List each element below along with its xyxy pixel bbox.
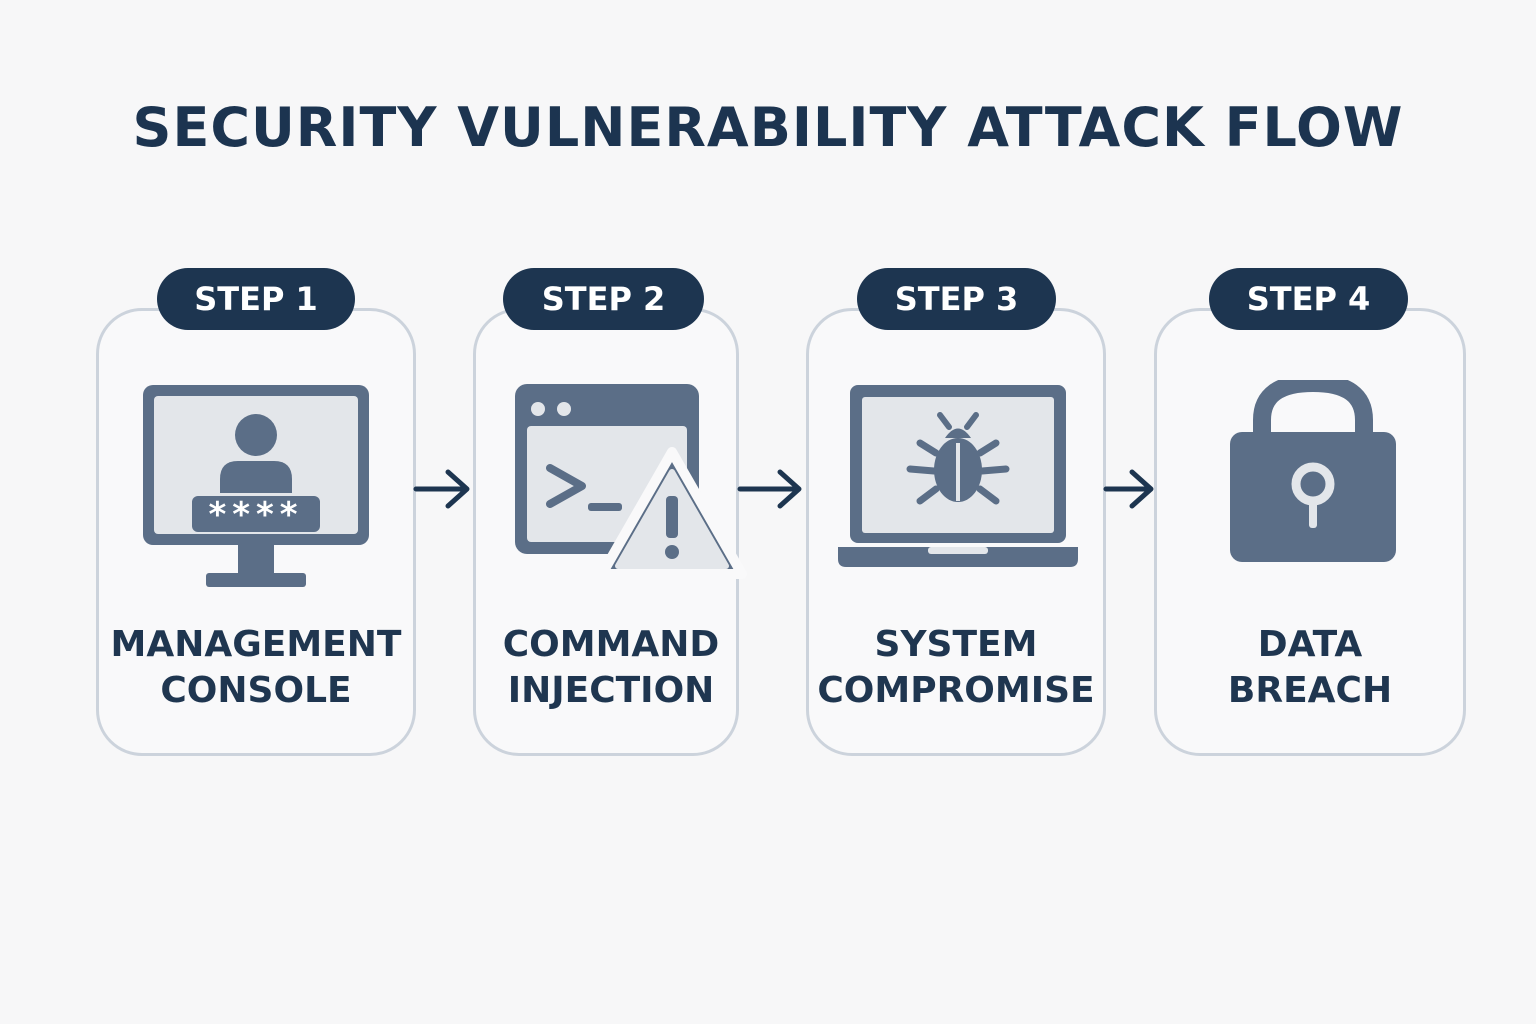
- step-4-badge: STEP 4: [1209, 268, 1408, 330]
- padlock-icon: [1230, 380, 1396, 562]
- step-2-label: COMMAND INJECTION: [473, 622, 749, 714]
- step-3-badge: STEP 3: [857, 268, 1056, 330]
- password-mask: ****: [208, 495, 303, 535]
- step-3-label-line2: COMPROMISE: [817, 670, 1095, 711]
- step-3-label: SYSTEM COMPROMISE: [806, 622, 1106, 714]
- step-4-label-line1: DATA: [1257, 624, 1363, 665]
- step-1-label-line2: CONSOLE: [160, 670, 352, 711]
- page-title: SECURITY VULNERABILITY ATTACK FLOW: [132, 96, 1404, 159]
- step-2-label-line2: INJECTION: [507, 670, 715, 711]
- laptop-bug-icon: [838, 385, 1078, 567]
- step-2-badge: STEP 2: [503, 268, 704, 330]
- arrow-right-icon: [413, 469, 470, 509]
- step-1-badge: STEP 1: [157, 268, 355, 330]
- step-2-label-line1: COMMAND: [502, 624, 720, 665]
- bug-icon: [906, 412, 1010, 505]
- arrow-right-icon: [737, 469, 802, 509]
- step-4-label-line2: BREACH: [1227, 670, 1393, 711]
- step-1-label: MANAGEMENT CONSOLE: [96, 622, 416, 714]
- step-4-label: DATA BREACH: [1154, 622, 1466, 714]
- step-1-label-line1: MANAGEMENT: [110, 624, 402, 665]
- monitor-login-icon: ****: [143, 385, 369, 587]
- step-3-label-line1: SYSTEM: [874, 624, 1038, 665]
- terminal-warning-icon: [515, 384, 747, 579]
- arrow-right-icon: [1103, 469, 1154, 509]
